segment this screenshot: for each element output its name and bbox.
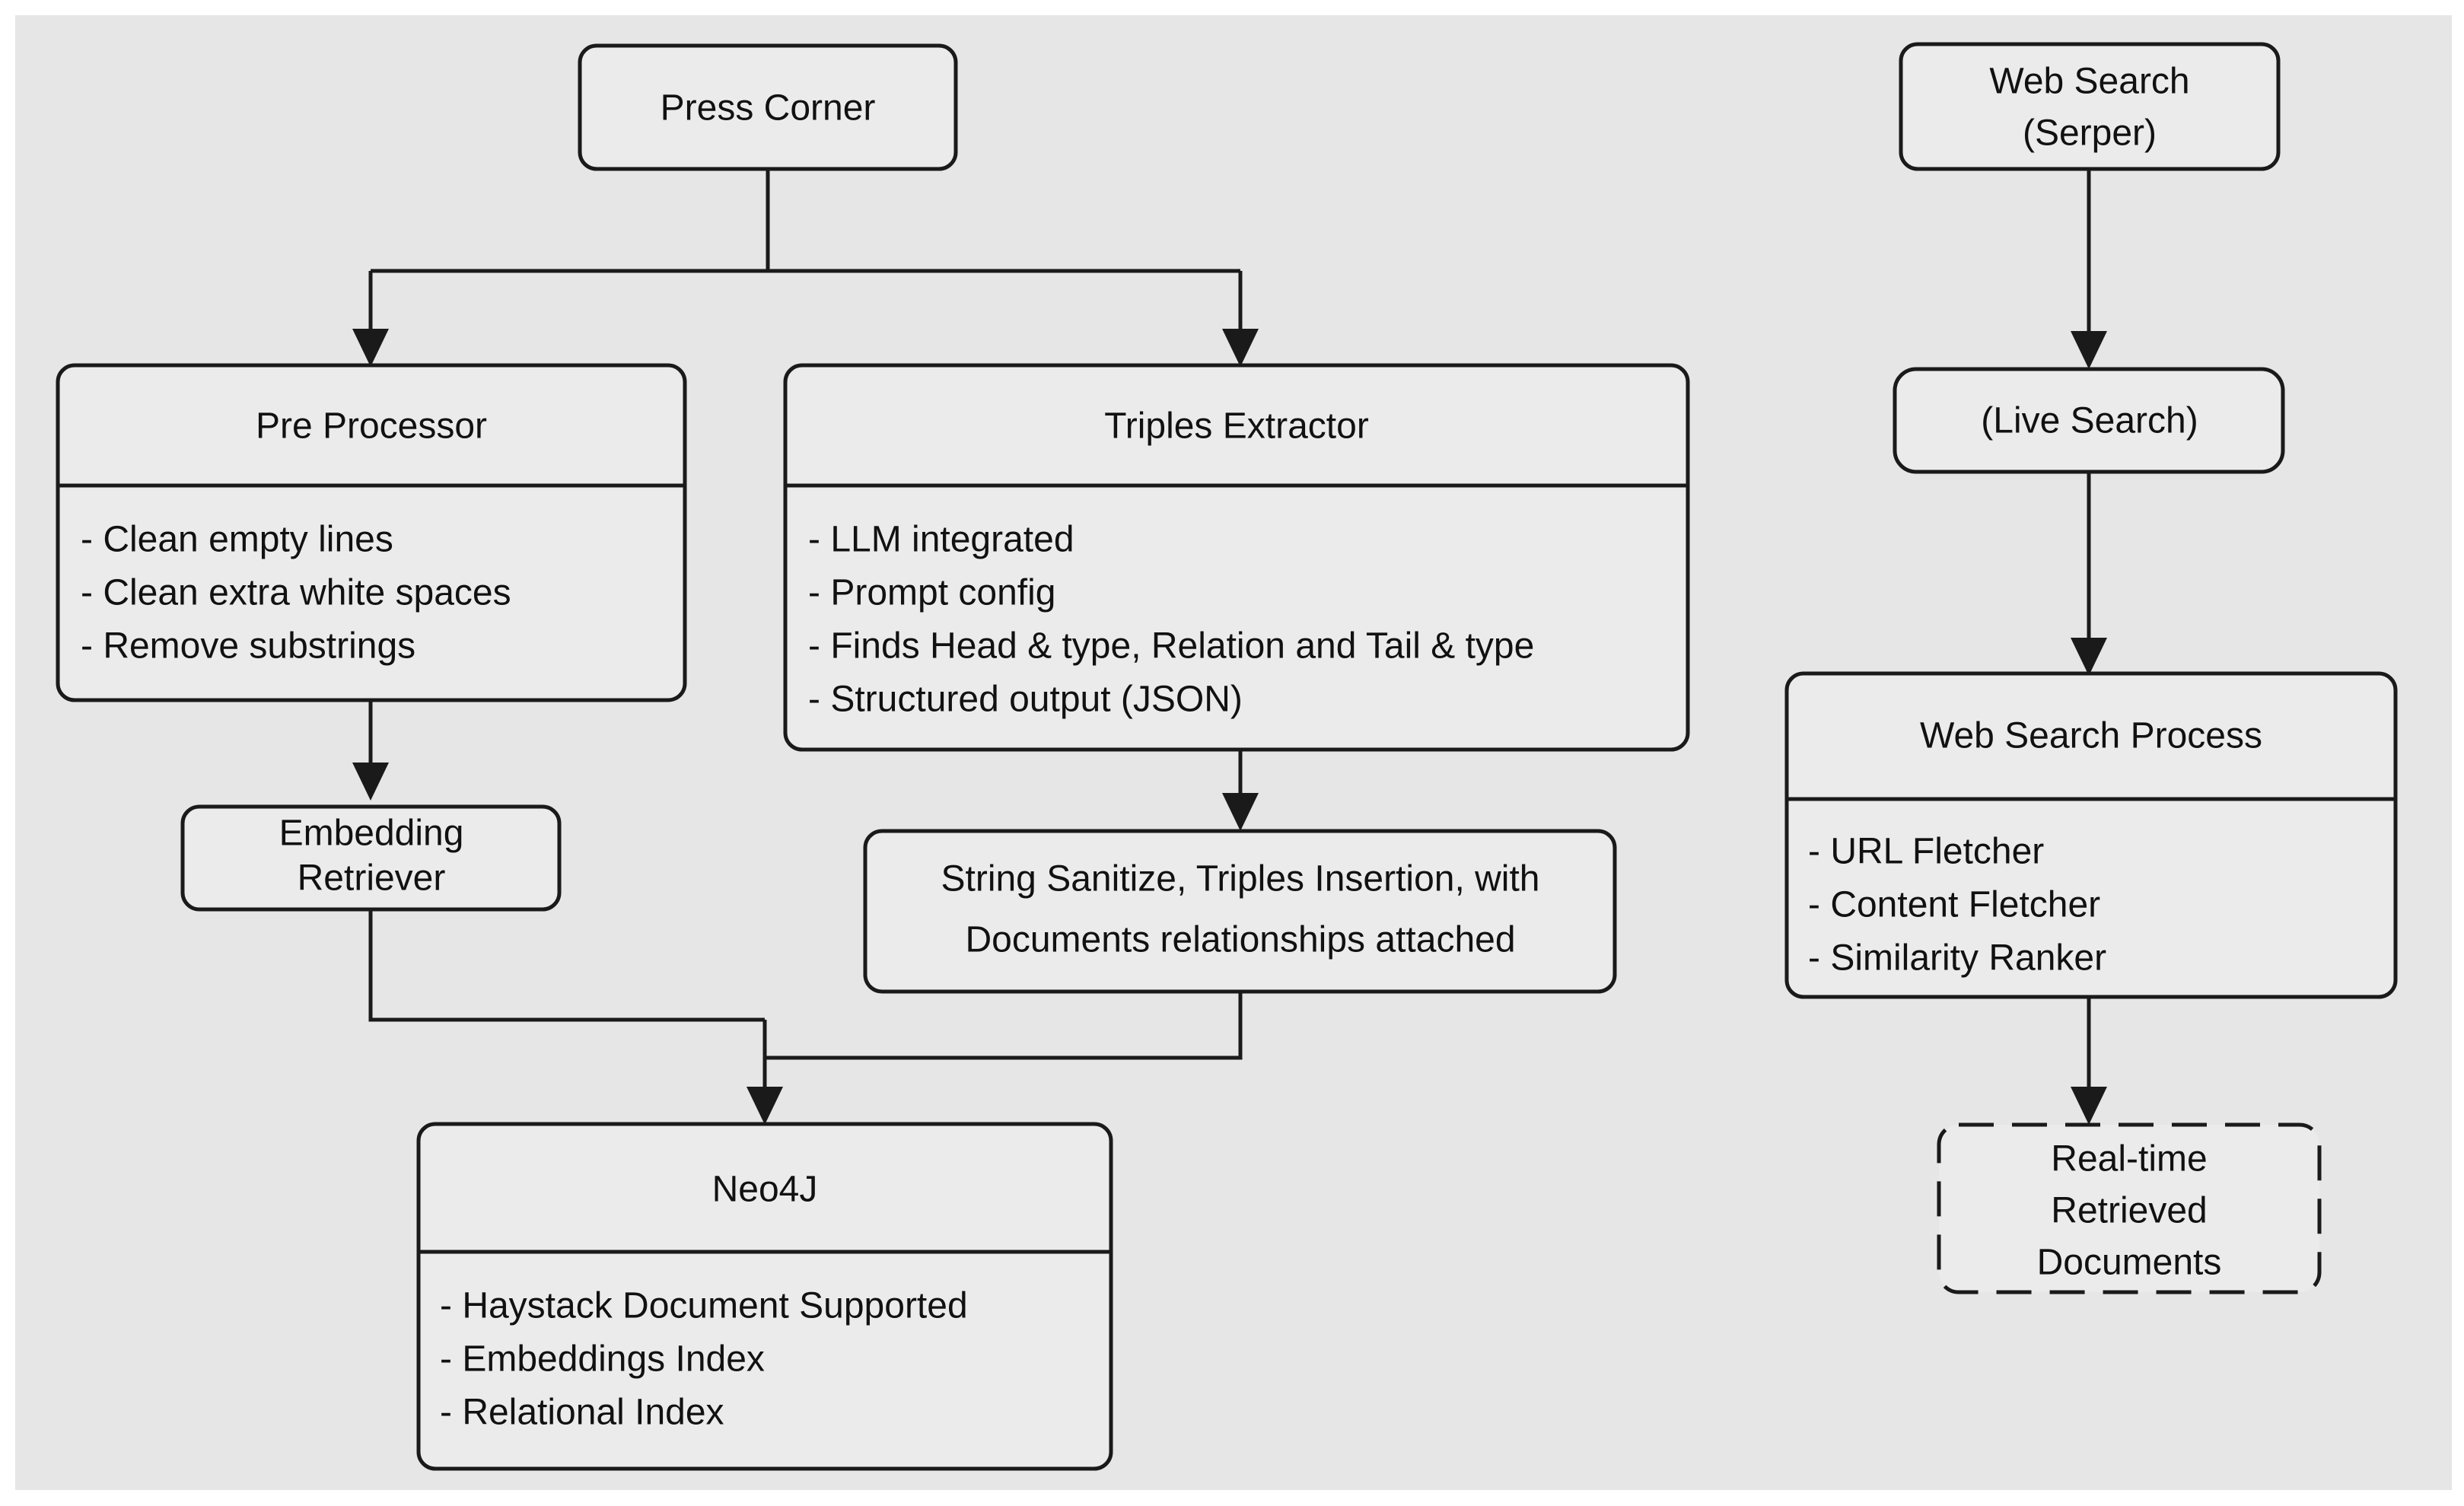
pre-processor-title: Pre Processor [256, 406, 487, 447]
live-search-title: (Live Search) [1981, 401, 2198, 441]
node-press-corner[interactable]: Press Corner [578, 43, 958, 171]
string-sanitize-line-1: String Sanitize, Triples Insertion, with [941, 859, 1539, 899]
neo4j-item-1: - Embeddings Index [440, 1339, 765, 1380]
arrowhead-to-triples-extractor [1222, 329, 1259, 367]
realtime-docs-line-1: Real-time [2051, 1139, 2207, 1180]
arrowhead-to-embedding-retriever [352, 763, 389, 801]
realtime-docs-box[interactable] [1937, 1122, 2322, 1294]
edge-string-sanitize-to-neo4j [765, 992, 1243, 1060]
node-web-search-process[interactable]: Web Search Process - URL Fletcher - Cont… [1784, 671, 2398, 999]
press-corner-title: Press Corner [661, 88, 876, 129]
string-sanitize-line-2: Documents relationships attached [965, 920, 1515, 960]
arrowhead-to-pre-processor [352, 329, 389, 367]
triples-extractor-item-1: - Prompt config [808, 573, 1055, 613]
edge-layer [352, 169, 2107, 1125]
triples-extractor-item-2: - Finds Head & type, Relation and Tail &… [808, 626, 1534, 667]
pre-processor-item-1: - Clean extra white spaces [81, 573, 511, 613]
neo4j-item-2: - Relational Index [440, 1393, 724, 1433]
web-search-process-item-2: - Similarity Ranker [1808, 938, 2106, 979]
web-search-serper-line-1: Web Search [1989, 62, 2189, 102]
web-search-process-item-0: - URL Fletcher [1808, 832, 2044, 872]
press-corner-box[interactable] [578, 43, 958, 171]
arrowhead-to-string-sanitize [1222, 793, 1259, 831]
pre-processor-item-0: - Clean empty lines [81, 520, 393, 560]
edge-press-corner-split [368, 169, 1243, 344]
neo4j-box[interactable] [416, 1122, 1113, 1471]
arrowhead-to-neo4j [747, 1087, 783, 1125]
triples-extractor-item-0: - LLM integrated [808, 520, 1074, 560]
node-live-search[interactable]: (Live Search) [1893, 367, 2285, 474]
triples-extractor-title: Triples Extractor [1104, 406, 1369, 447]
arrowhead-to-web-search-process [2071, 638, 2107, 676]
node-realtime-retrieved-documents[interactable]: Real-time Retrieved Documents [1937, 1122, 2322, 1294]
neo4j-title: Neo4J [712, 1170, 818, 1210]
edge-embedding-retriever-to-neo4j [368, 909, 765, 1022]
arrowhead-to-realtime-docs [2071, 1087, 2107, 1125]
web-search-serper-line-2: (Serper) [2023, 113, 2157, 154]
realtime-docs-line-2: Retrieved [2051, 1191, 2207, 1231]
node-triples-extractor[interactable]: Triples Extractor - LLM integrated - Pro… [783, 363, 1690, 752]
triples-extractor-box[interactable] [783, 363, 1690, 752]
web-search-process-box[interactable] [1784, 671, 2398, 999]
live-search-box[interactable] [1893, 367, 2285, 474]
embedding-retriever-line-2: Retriever [298, 858, 446, 899]
web-search-process-item-1: - Content Fletcher [1808, 885, 2100, 925]
neo4j-item-0: - Haystack Document Supported [440, 1286, 968, 1326]
embedding-retriever-box[interactable] [180, 804, 562, 912]
string-sanitize-box[interactable] [863, 829, 1617, 994]
arrowhead-to-live-search [2071, 331, 2107, 369]
pre-processor-item-2: - Remove substrings [81, 626, 415, 667]
node-embedding-retriever[interactable]: Embedding Retriever [180, 804, 562, 912]
web-search-process-title: Web Search Process [1920, 716, 2262, 756]
triples-extractor-item-3: - Structured output (JSON) [808, 680, 1243, 720]
pre-processor-box[interactable] [56, 363, 687, 702]
realtime-docs-line-3: Documents [2037, 1243, 2222, 1283]
node-web-search-serper[interactable]: Web Search (Serper) [1899, 42, 2281, 171]
node-neo4j[interactable]: Neo4J - Haystack Document Supported - Em… [416, 1122, 1113, 1471]
node-pre-processor[interactable]: Pre Processor - Clean empty lines - Clea… [56, 363, 687, 702]
embedding-retriever-line-1: Embedding [279, 813, 464, 854]
node-string-sanitize[interactable]: String Sanitize, Triples Insertion, with… [863, 829, 1617, 994]
web-search-serper-box[interactable] [1899, 42, 2281, 171]
